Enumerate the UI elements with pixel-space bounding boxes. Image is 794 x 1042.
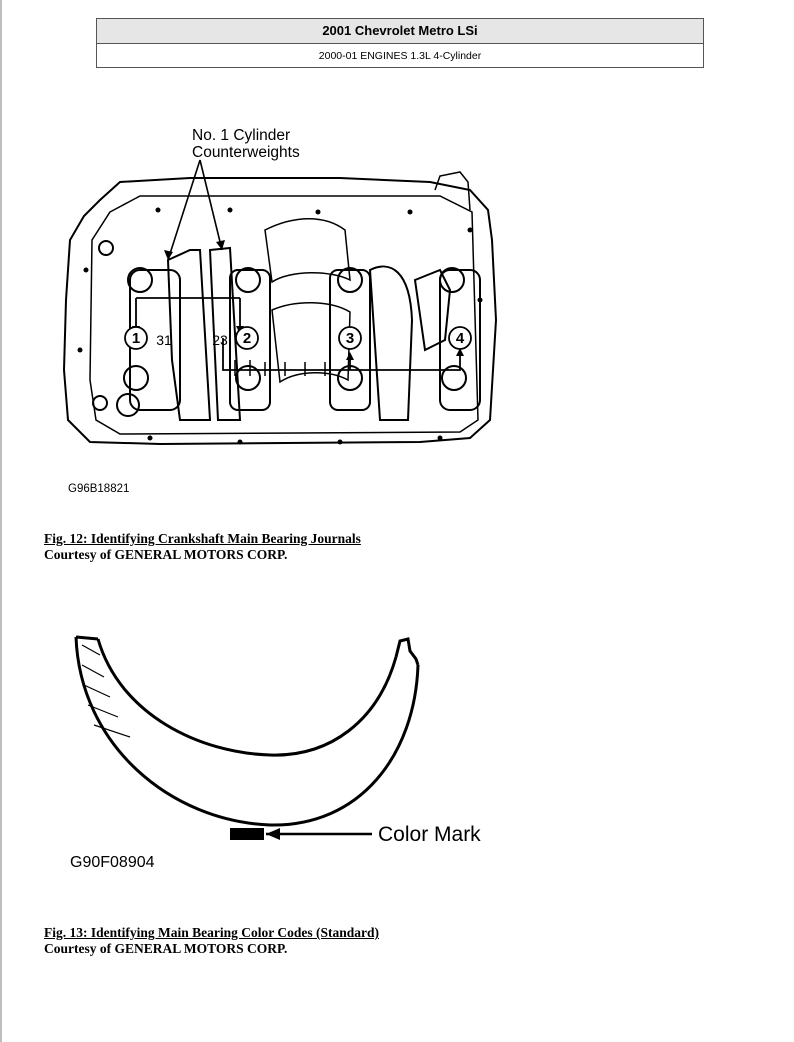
fig12-caption-courtesy: Courtesy of GENERAL MOTORS CORP. <box>44 547 288 562</box>
page-left-rule <box>0 0 2 1042</box>
color-mark-swatch <box>230 828 264 840</box>
journal-number-4: 4 <box>456 330 465 347</box>
journal-marker-4 <box>448 326 472 350</box>
fig13-image-code: G90F08904 <box>70 854 155 871</box>
fig13-caption-title: Fig. 13: Identifying Main Bearing Color … <box>44 925 380 940</box>
journal-number-3: 3 <box>346 330 354 347</box>
section-subtitle: 2000-01 ENGINES 1.3L 4-Cylinder <box>318 50 482 62</box>
journal-number-1: 1 <box>132 330 140 347</box>
vehicle-title: 2001 Chevrolet Metro LSi <box>97 19 703 44</box>
fig12-image-code: G96B18821 <box>68 483 129 495</box>
journal-marker-3 <box>338 326 362 350</box>
fig13-caption-courtesy: Courtesy of GENERAL MOTORS CORP. <box>44 941 288 956</box>
main-bearing-illustration: Color Mark G90F08904 <box>70 635 481 871</box>
callout-line-1: No. 1 Cylinder <box>192 127 290 144</box>
crankshaft-journals-illustration: 1 2 3 4 31 23 No. 1 Cylinder Counterweig… <box>62 127 498 495</box>
journal-code-right: 23 <box>212 332 228 348</box>
color-mark-label: Color Mark <box>378 823 481 846</box>
fig13-caption: Fig. 13: Identifying Main Bearing Color … <box>44 925 379 957</box>
fig12-caption: Fig. 12: Identifying Crankshaft Main Bea… <box>44 531 361 563</box>
journal-number-2: 2 <box>243 330 251 347</box>
fig12-caption-title: Fig. 12: Identifying Crankshaft Main Bea… <box>44 531 361 546</box>
callout-line-2: Counterweights <box>192 144 300 161</box>
journal-marker-2 <box>235 326 259 350</box>
document-header: 2001 Chevrolet Metro LSi 2000-01 ENGINES… <box>96 18 704 68</box>
journal-code-left: 31 <box>156 332 172 348</box>
journal-marker-1 <box>124 326 148 350</box>
